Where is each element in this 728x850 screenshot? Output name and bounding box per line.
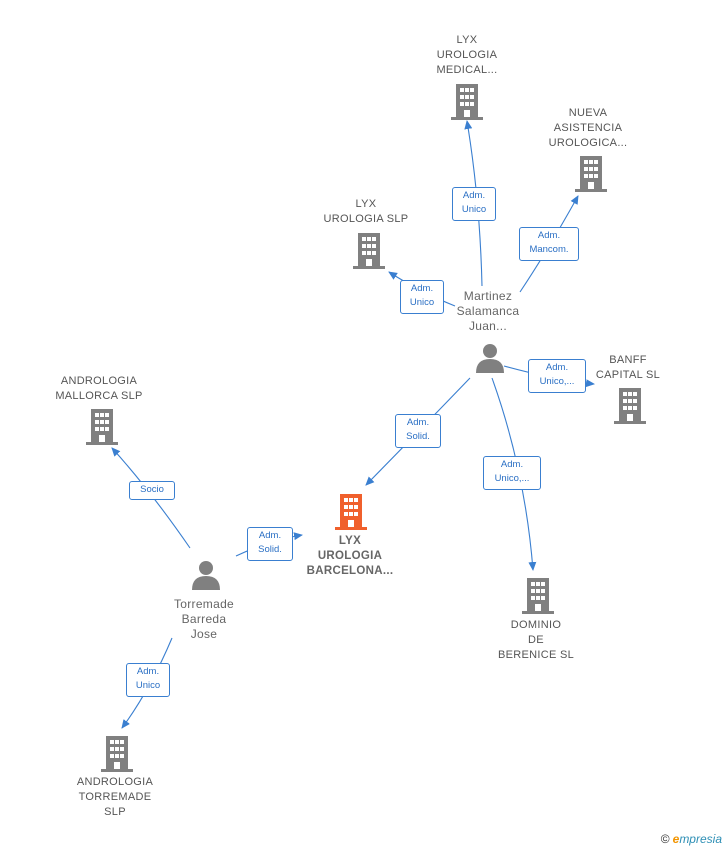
building-icon <box>86 409 118 445</box>
building-icon <box>522 578 554 614</box>
building-icon <box>101 736 133 772</box>
edge-label-adm-unico: Adm.Unico <box>452 187 496 221</box>
person-icon <box>192 561 220 590</box>
edge-label-adm-mancom: Adm.Mancom. <box>519 227 579 261</box>
edge-label-adm-unico-more: Adm.Unico,... <box>483 456 541 490</box>
building-icon <box>614 388 646 424</box>
edge-label-adm-solid: Adm.Solid. <box>247 527 293 561</box>
brand-logo-e: e <box>672 832 680 846</box>
building-icon <box>353 233 385 269</box>
footer-brand: ©empresia <box>661 832 722 846</box>
edge-label-adm-unico: Adm.Unico <box>400 280 444 314</box>
copyright-icon: © <box>660 832 670 846</box>
edge-label-adm-solid: Adm.Solid. <box>395 414 441 448</box>
person-icon <box>476 344 504 373</box>
building-icon-focus <box>335 494 367 530</box>
edge-label-adm-unico: Adm.Unico <box>126 663 170 697</box>
edge-label-socio: Socio <box>129 481 175 500</box>
brand-name: mpresia <box>679 832 722 846</box>
building-icon <box>451 84 483 120</box>
building-icon <box>575 156 607 192</box>
edge-label-adm-unico-more: Adm.Unico,... <box>528 359 586 393</box>
